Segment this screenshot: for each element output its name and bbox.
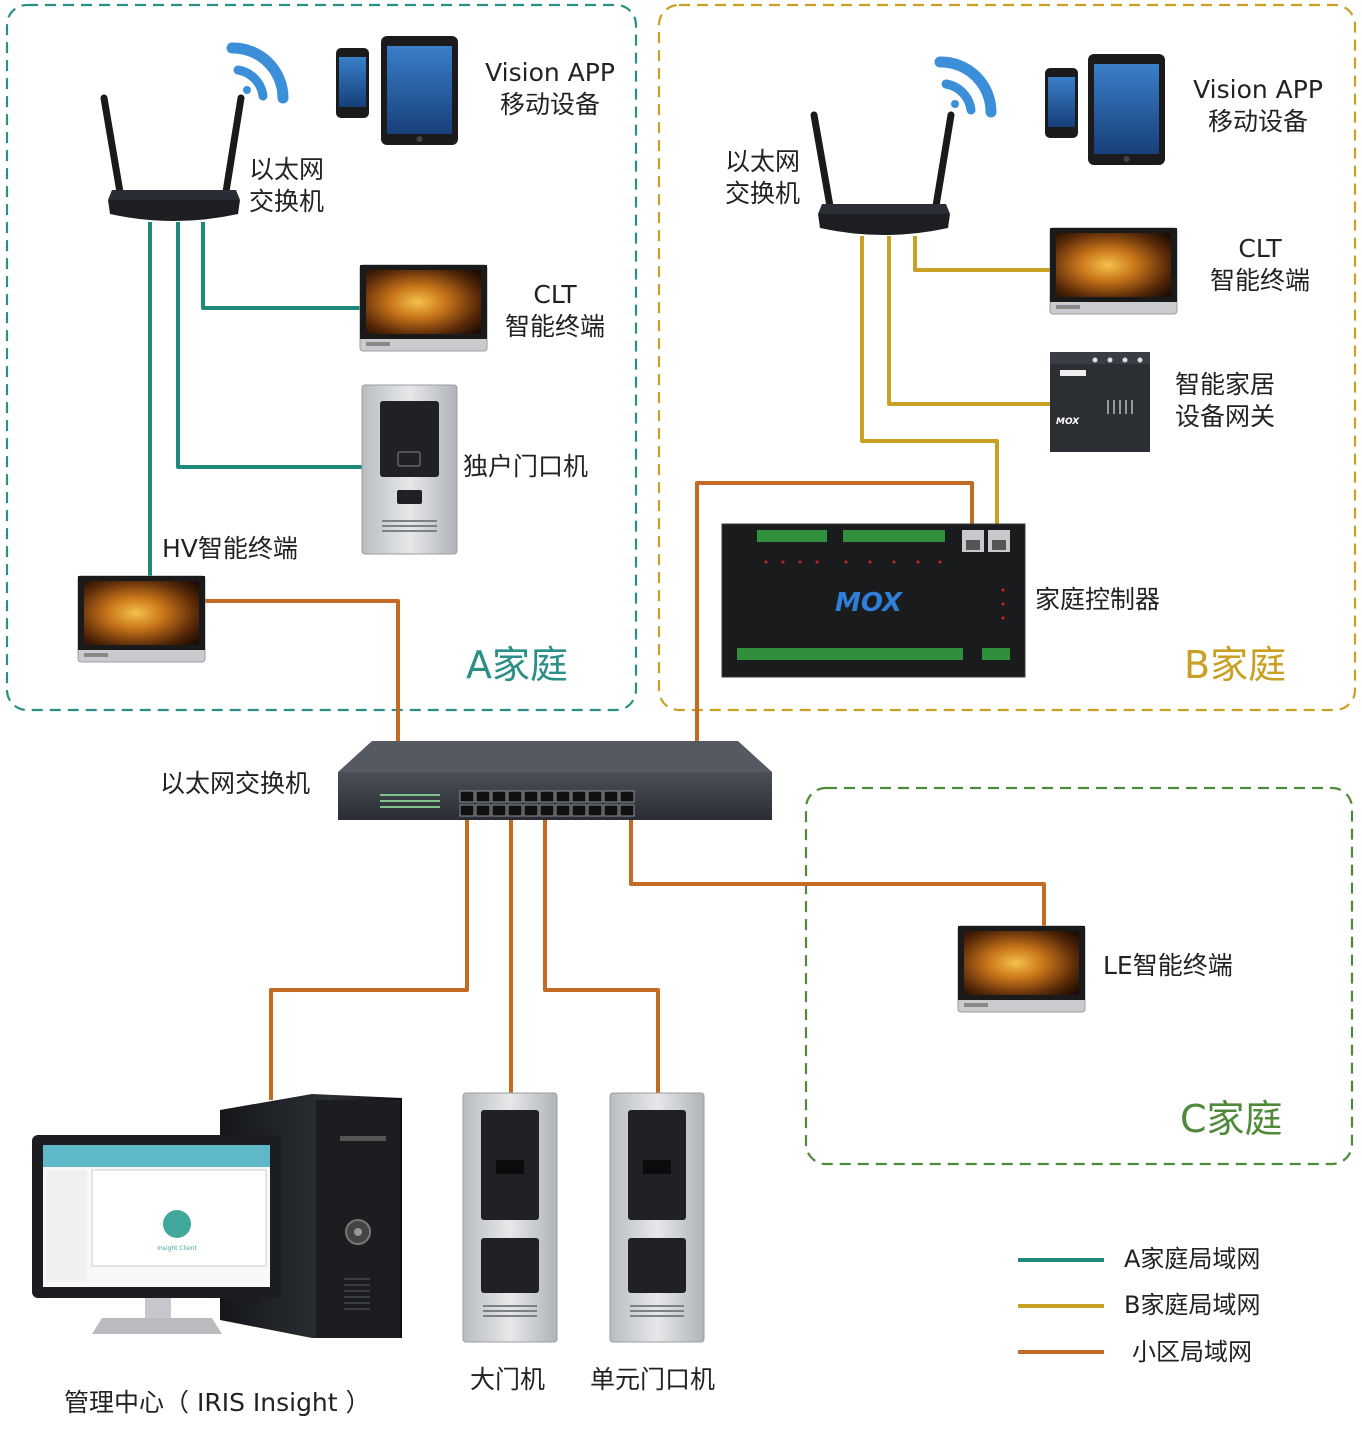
router-icon: [810, 111, 955, 235]
link-switch-le: [629, 820, 1046, 928]
a-router-line1: 以太网: [249, 155, 325, 184]
smart-home-gateway-icon: MOX: [1050, 352, 1150, 452]
legend-b-label: B家庭局域网: [1124, 1291, 1261, 1319]
b-vision-app-label: Vision APP 移动设备: [1178, 74, 1338, 138]
zone-a-boundary: [5, 3, 638, 712]
gate-station-label: 大门机: [470, 1365, 546, 1394]
legend-community-label: 小区局域网: [1132, 1338, 1252, 1366]
a-door-station-label: 独户门口机: [463, 452, 589, 481]
villa-door-station-icon: [361, 384, 458, 555]
management-center-label: 管理中心（ IRIS Insight ）: [64, 1388, 371, 1417]
c-le-terminal-label: LE智能终端: [1103, 951, 1233, 980]
a-clt-label: CLT 智能终端: [495, 279, 615, 343]
a-clt-line1: CLT: [533, 280, 577, 309]
link-b-router-gateway: [887, 236, 1050, 406]
wifi-icon: [934, 56, 997, 118]
a-hv-terminal-label: HV智能终端: [162, 534, 298, 563]
link-hv-switch: [204, 599, 400, 742]
smartphone-icon: [336, 48, 369, 118]
b-clt-line1: CLT: [1238, 234, 1282, 263]
indoor-monitor-icon: [1049, 227, 1178, 315]
b-gateway-line1: 智能家居: [1175, 370, 1276, 399]
a-vision-app-label: Vision APP 移动设备: [470, 57, 630, 121]
a-clt-line2: 智能终端: [504, 312, 605, 341]
software-name-text: Insight Client: [157, 1245, 197, 1252]
indoor-monitor-icon: [77, 575, 206, 663]
a-router-label: 以太网 交换机: [249, 154, 324, 218]
b-mobile-text: 移动设备: [1207, 107, 1308, 136]
gateway-brand-text: MOX: [1056, 417, 1080, 427]
tablet-icon: [1088, 54, 1165, 165]
indoor-monitor-icon: [957, 925, 1086, 1013]
unit-door-station-icon: [609, 1092, 705, 1343]
b-gateway-line2: 设备网关: [1175, 402, 1276, 431]
zone-a-title: A家庭: [466, 643, 568, 687]
link-a-router-clt: [201, 222, 362, 310]
link-a-router-door: [176, 222, 362, 469]
connections: [148, 222, 1050, 1100]
router-icon: [100, 94, 245, 221]
link-switch-unit: [543, 820, 660, 1093]
link-b-router-controller: [860, 236, 999, 528]
zone-b-title: B家庭: [1184, 643, 1287, 687]
a-router-line2: 交换机: [249, 187, 325, 216]
tablet-icon: [381, 36, 458, 145]
b-clt-line2: 智能终端: [1209, 266, 1310, 295]
zone-b-boundary: [657, 3, 1357, 712]
zone-c-boundary: [804, 786, 1354, 1166]
wifi-icon: [226, 42, 289, 104]
b-router-label: 以太网 交换机: [725, 146, 800, 210]
a-mobile-text: 移动设备: [499, 90, 600, 119]
b-vision-app-text: Vision APP: [1193, 75, 1323, 104]
network-switch-icon: [338, 741, 772, 820]
link-switch-controller: [695, 481, 974, 742]
b-clt-label: CLT 智能终端: [1200, 233, 1320, 297]
controller-brand-text: MOX: [835, 588, 904, 618]
a-vision-app-text: Vision APP: [485, 58, 615, 87]
legend-a-label: A家庭局域网: [1124, 1245, 1261, 1273]
b-controller-label: 家庭控制器: [1035, 585, 1161, 614]
link-switch-management: [269, 820, 469, 1100]
b-gateway-label: 智能家居 设备网关: [1175, 369, 1275, 433]
smartphone-icon: [1045, 68, 1078, 138]
zone-c-title: C家庭: [1180, 1097, 1283, 1141]
b-router-line1: 以太网: [725, 147, 801, 176]
home-controller-icon: MOX: [721, 523, 1026, 678]
management-computer-icon: Insight Client: [32, 1094, 402, 1338]
main-switch-label: 以太网交换机: [160, 769, 311, 798]
gate-station-icon: [462, 1092, 558, 1343]
b-router-line2: 交换机: [725, 179, 801, 208]
link-b-router-clt: [913, 236, 1050, 272]
unit-station-label: 单元门口机: [590, 1365, 716, 1394]
indoor-monitor-icon: [359, 264, 488, 352]
